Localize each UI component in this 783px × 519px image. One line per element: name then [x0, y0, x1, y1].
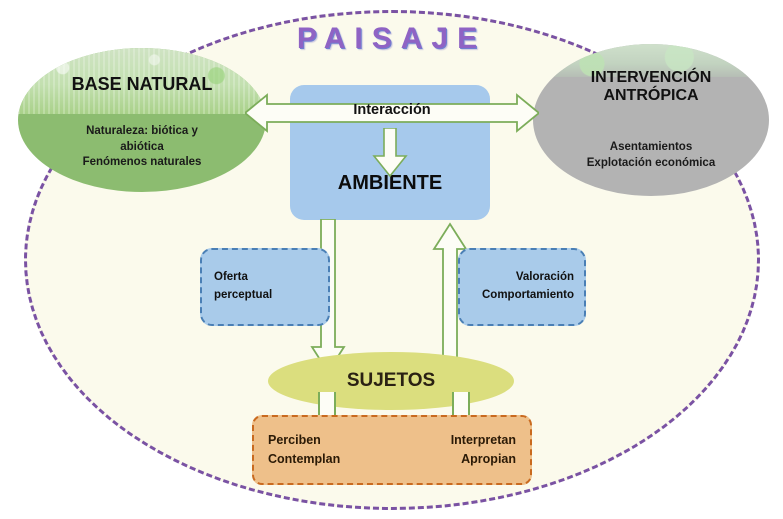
- sujetos-connector-right: [452, 392, 470, 418]
- oferta-perceptual-node: Oferta perceptual: [200, 248, 330, 326]
- sujetos-node: SUJETOS: [268, 352, 514, 410]
- base-natural-details: Naturaleza: biótica y abiótica Fenómenos…: [82, 125, 202, 169]
- intervencion-details: Asentamientos Explotación económica: [586, 141, 716, 169]
- acciones-left-label: Perciben Contemplan: [268, 433, 341, 466]
- valoracion-comportamiento-node: Valoración Comportamiento: [458, 248, 586, 326]
- acciones-right-label: Interpretan Apropian: [450, 433, 516, 466]
- oferta-perceptual-label: Oferta perceptual: [214, 271, 273, 301]
- interaccion-double-arrow: [245, 90, 539, 136]
- valoracion-comportamiento-label: Valoración Comportamiento: [482, 271, 574, 301]
- sujetos-label: SUJETOS: [346, 370, 436, 391]
- base-natural-texture: [18, 48, 266, 115]
- intervencion-texture: [533, 44, 769, 78]
- page-title: PAISAJE: [296, 22, 487, 55]
- sujetos-connector-left: [318, 392, 336, 418]
- ambiente-label: AMBIENTE: [337, 172, 443, 194]
- base-natural-node: BASE NATURAL Naturaleza: biótica y abiót…: [18, 48, 266, 192]
- intervencion-title: INTERVENCIÓN ANTRÓPICA: [590, 69, 712, 105]
- acciones-node: Perciben Contemplan Interpretan Apropian: [252, 415, 532, 485]
- base-natural-title: BASE NATURAL: [71, 74, 213, 94]
- intervencion-antropica-node: INTERVENCIÓN ANTRÓPICA Asentamientos Exp…: [533, 44, 769, 196]
- ambiente-inner-down-arrow: [372, 127, 408, 178]
